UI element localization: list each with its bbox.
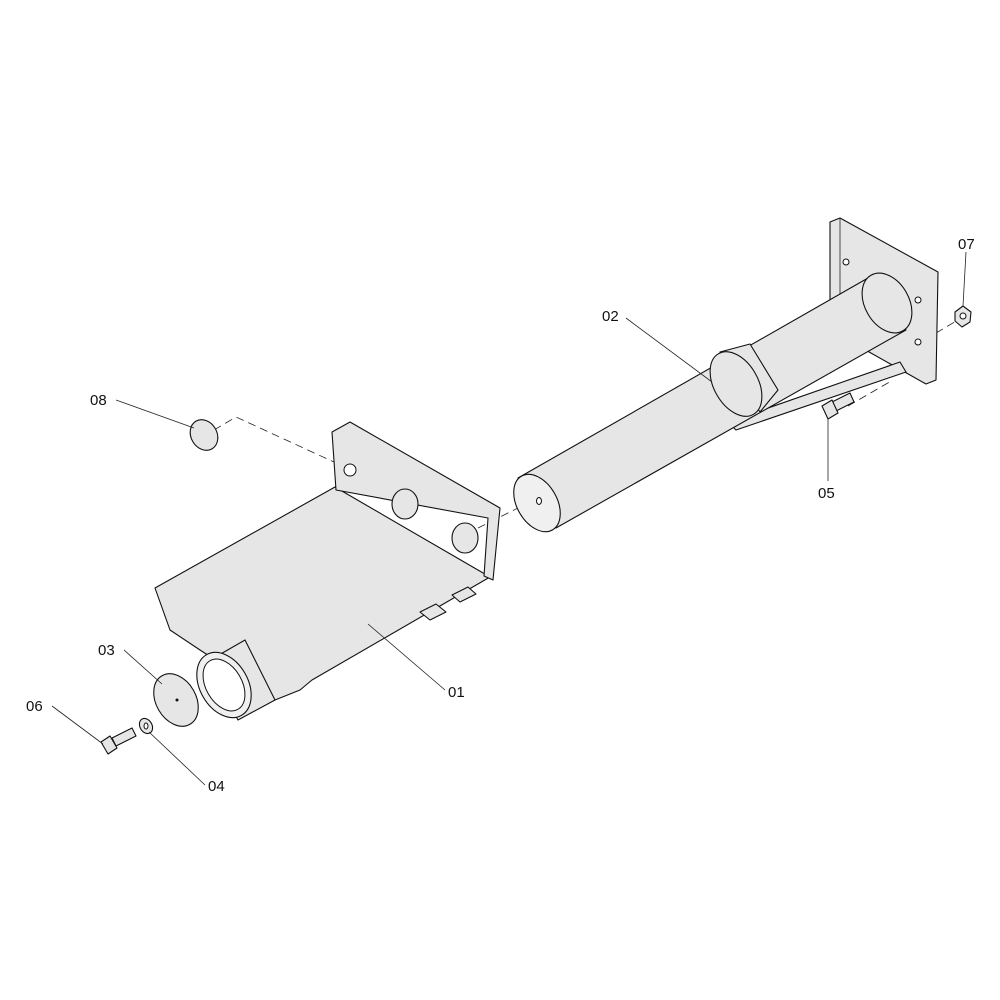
assembly-lines [213,319,959,529]
part-06-bolt [100,727,137,755]
callout-02: 02 [602,308,619,325]
callout-01: 01 [448,684,465,701]
part-03-disc [153,673,199,727]
part-08-cap [189,419,219,451]
callout-08: 08 [90,392,107,409]
callout-03: 03 [98,642,115,659]
callout-07: 07 [958,236,975,253]
part-01-bracket [154,421,501,721]
callout-04: 04 [208,778,225,795]
callout-06: 06 [26,698,43,715]
part-05-bolt [821,392,855,420]
part-02-tube-assembly [513,217,939,533]
part-07-nut [954,305,972,328]
leader-lines [51,251,967,786]
part-04-washer [138,717,154,735]
callout-05: 05 [818,485,835,502]
